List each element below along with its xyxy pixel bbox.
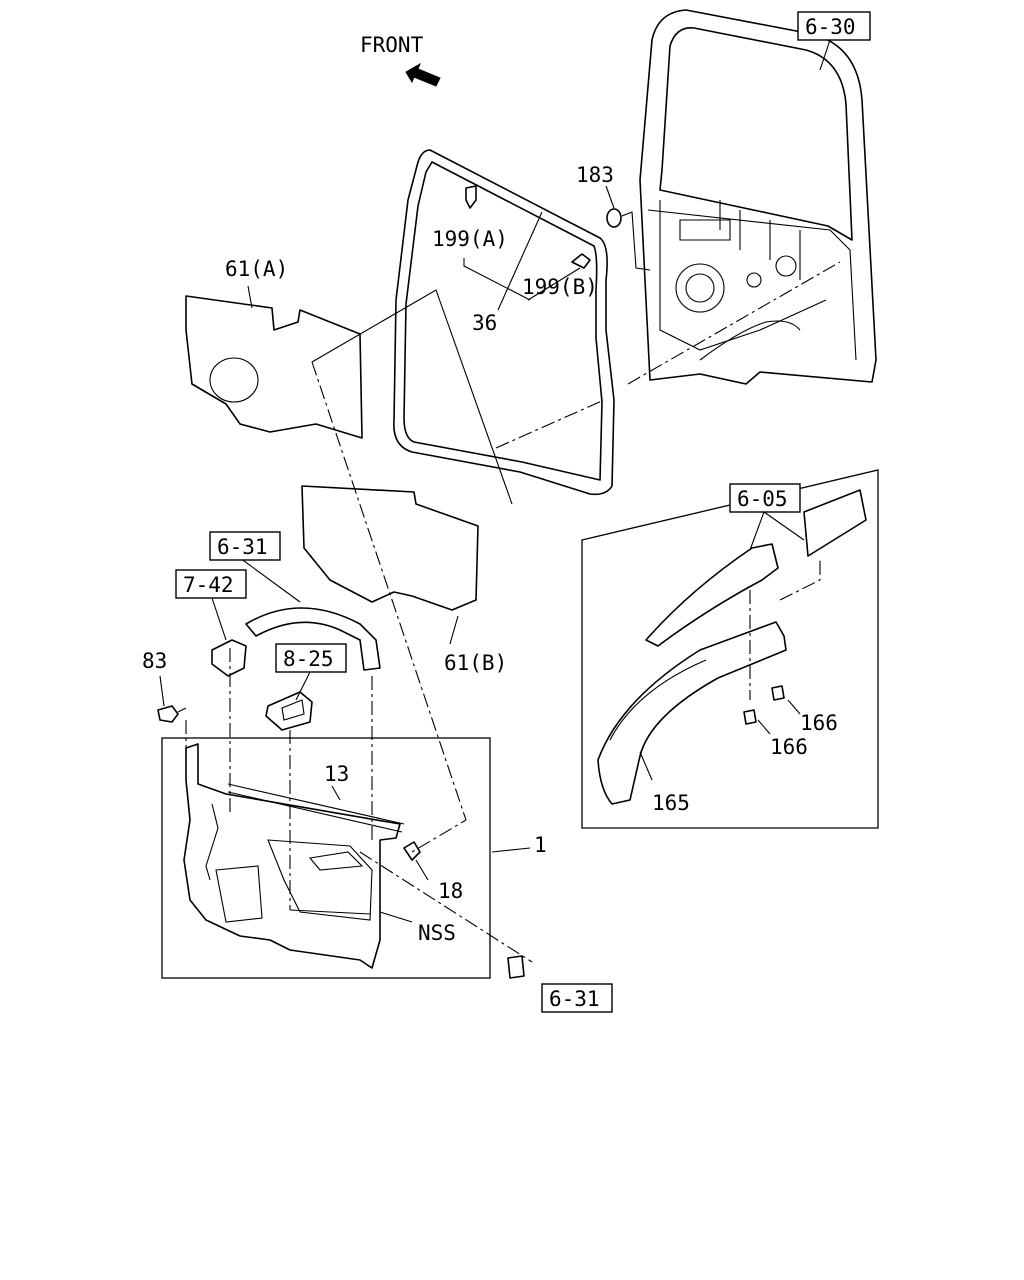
ref-7-42: 7-42 bbox=[175, 569, 247, 599]
ref-8-25-label: 8-25 bbox=[283, 647, 334, 671]
ref-6-31-top: 6-31 bbox=[209, 531, 281, 561]
callout-83: 83 bbox=[142, 649, 167, 673]
inner-handle bbox=[245, 607, 381, 671]
callout-18: 18 bbox=[438, 879, 463, 903]
leader-lines bbox=[159, 39, 831, 923]
clip-83 bbox=[157, 705, 187, 723]
plug-183 bbox=[606, 208, 651, 271]
inner-panel-165 bbox=[597, 621, 787, 805]
insulator-61a bbox=[185, 295, 363, 439]
garnish-6-05 bbox=[645, 489, 867, 647]
insulator-61b bbox=[301, 485, 479, 611]
ref-6-30: 6-30 bbox=[797, 11, 871, 41]
ref-8-25: 8-25 bbox=[275, 643, 347, 673]
assembly-lines bbox=[185, 261, 841, 963]
ref-6-31-bottom: 6-31 bbox=[541, 983, 613, 1013]
callout-13: 13 bbox=[324, 762, 349, 786]
callout-61b: 61(B) bbox=[444, 651, 507, 675]
ref-6-31-bottom-label: 6-31 bbox=[549, 987, 600, 1011]
bolt-166-a bbox=[771, 685, 785, 701]
cap-6-31 bbox=[507, 955, 525, 979]
clip-199b bbox=[571, 253, 591, 269]
callout-36: 36 bbox=[472, 311, 497, 335]
callout-61a: 61(A) bbox=[225, 257, 288, 281]
ref-6-05-label: 6-05 bbox=[737, 487, 788, 511]
door-frame bbox=[639, 9, 877, 385]
door-trim-panel bbox=[183, 743, 405, 969]
ref-7-42-label: 7-42 bbox=[183, 573, 234, 597]
bolt-166-b bbox=[743, 709, 757, 725]
ref-6-31-top-label: 6-31 bbox=[217, 535, 268, 559]
callout-1: 1 bbox=[534, 833, 547, 857]
trim-panel-box bbox=[161, 737, 491, 979]
callout-199b: 199(B) bbox=[522, 275, 598, 299]
ref-6-05: 6-05 bbox=[729, 483, 801, 513]
callout-199a: 199(A) bbox=[432, 227, 508, 251]
front-label: FRONT bbox=[360, 33, 424, 57]
callout-nss: NSS bbox=[418, 921, 456, 945]
clip-18 bbox=[403, 841, 421, 861]
window-switch bbox=[265, 691, 313, 731]
window-outline bbox=[311, 289, 513, 505]
front-direction-arrow-icon bbox=[405, 62, 441, 87]
detail-box bbox=[581, 469, 879, 829]
lock-knob bbox=[211, 639, 247, 677]
ref-6-30-label: 6-30 bbox=[805, 15, 856, 39]
clip-199a bbox=[465, 185, 477, 209]
callout-183: 183 bbox=[576, 163, 614, 187]
callout-165: 165 bbox=[652, 791, 690, 815]
callout-166-b: 166 bbox=[770, 735, 808, 759]
door-weatherstrip bbox=[393, 149, 615, 496]
callout-166-a: 166 bbox=[800, 711, 838, 735]
